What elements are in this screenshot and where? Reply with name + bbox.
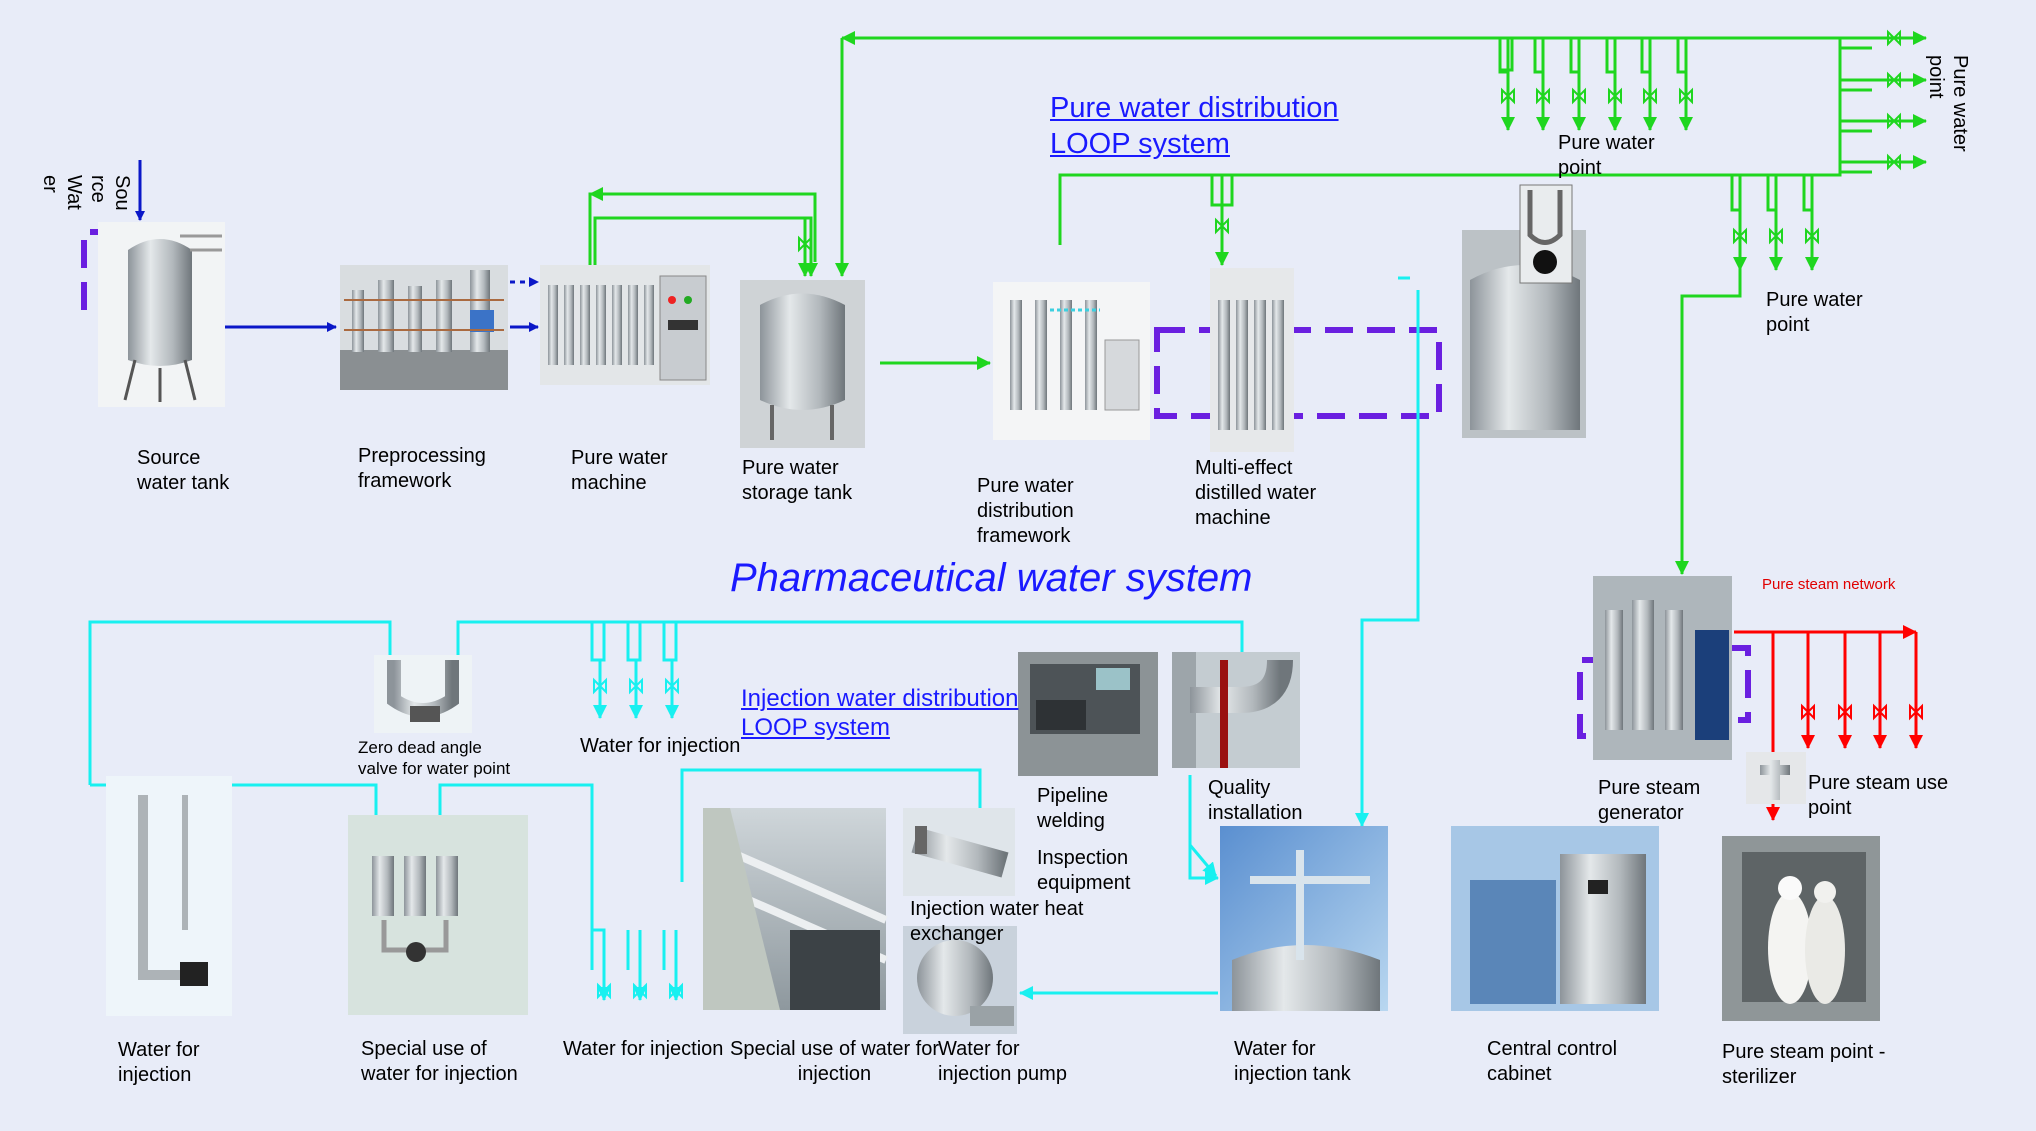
central-control-cabinet-image (1451, 826, 1659, 1011)
special-use-label: Special use of water for injection (361, 1038, 518, 1085)
page-title: Pharmaceutical water system (730, 556, 1253, 600)
heat-exchanger-image (903, 808, 1015, 896)
valves-cyan (593, 677, 683, 1000)
sterilizer-label: Pure steam point - sterilizer (1722, 1041, 1886, 1088)
pure-steam-use-label: Pure steam use point (1808, 772, 1949, 819)
special-use2-label: Special use of water for injection (730, 1038, 939, 1085)
pure-water-point-right-label: Pure water point (1925, 55, 1971, 152)
pw-distribution-image (993, 282, 1150, 440)
source-water-lines (135, 160, 539, 332)
wfi-top-label: Water for injection (580, 735, 741, 757)
inspection-equipment-label: Inspection equipment (1037, 847, 1131, 894)
multi-effect-image (1210, 268, 1294, 452)
pure-water-network (588, 31, 1927, 575)
special-use-image (348, 815, 528, 1015)
pure-water-point-mid-label: Pure water point (1766, 289, 1863, 336)
wfi-pump-image (903, 926, 1017, 1034)
preprocessing-image (340, 265, 508, 390)
source-tank-image (98, 222, 225, 407)
pipeline-welding-label: Pipeline welding (1037, 785, 1109, 832)
pure-water-point-top-label: Pure water point (1558, 132, 1655, 179)
sterilizer-image (1722, 836, 1880, 1021)
wfi-mid-label: Water for injection (563, 1038, 724, 1060)
quality-installation-label: Quality installation (1208, 777, 1303, 824)
inspection-equipment-image (1018, 652, 1158, 776)
pure-water-storage-image (740, 280, 865, 448)
pure-steam-generator-label: Pure steam generator (1598, 777, 1701, 824)
pw-distribution-label: Pure water distribution framework (977, 475, 1074, 547)
zero-dead-angle-valve-image (374, 655, 472, 733)
water-for-injection-image (106, 776, 232, 1016)
special-use2-image (701, 808, 888, 1010)
source-tank-label: Source water tank (137, 447, 230, 494)
wfi-tank-label: Water for injection tank (1234, 1038, 1351, 1085)
injection-water-network (88, 276, 1420, 1001)
wfi-pump-label: Water for injection pump (938, 1038, 1067, 1085)
source-water-label: Sou rce Wat er (39, 175, 133, 211)
pure-steam-network-label: Pure steam network (1762, 576, 1896, 593)
wfi-left-label: Water for injection (118, 1039, 200, 1086)
wfi-tank-image (1220, 826, 1388, 1011)
pure-water-loop-link[interactable]: Pure water distribution LOOP system (1050, 92, 1339, 160)
injection-water-loop-link[interactable]: Injection water distribution LOOP system (741, 685, 1019, 741)
valves-red (1801, 703, 1923, 721)
heat-exchanger-label: Injection water heat exchanger (910, 898, 1084, 945)
preprocessing-label: Preprocessing framework (358, 445, 486, 492)
central-control-label: Central control cabinet (1487, 1038, 1618, 1085)
pure-water-machine-label: Pure water machine (571, 447, 668, 494)
steam-use-point-image (1746, 752, 1806, 804)
pure-water-storage-label: Pure water storage tank (742, 457, 853, 504)
pure-steam-generator-image (1593, 576, 1732, 760)
tank-mixer-image (1462, 184, 1586, 438)
zero-dead-angle-label: Zero dead angle valve for water point (358, 738, 511, 778)
quality-installation-image (1172, 652, 1300, 768)
pure-water-machine-image (540, 265, 710, 385)
multi-effect-label: Multi-effect distilled water machine (1195, 457, 1317, 529)
valves-green (798, 29, 1901, 253)
